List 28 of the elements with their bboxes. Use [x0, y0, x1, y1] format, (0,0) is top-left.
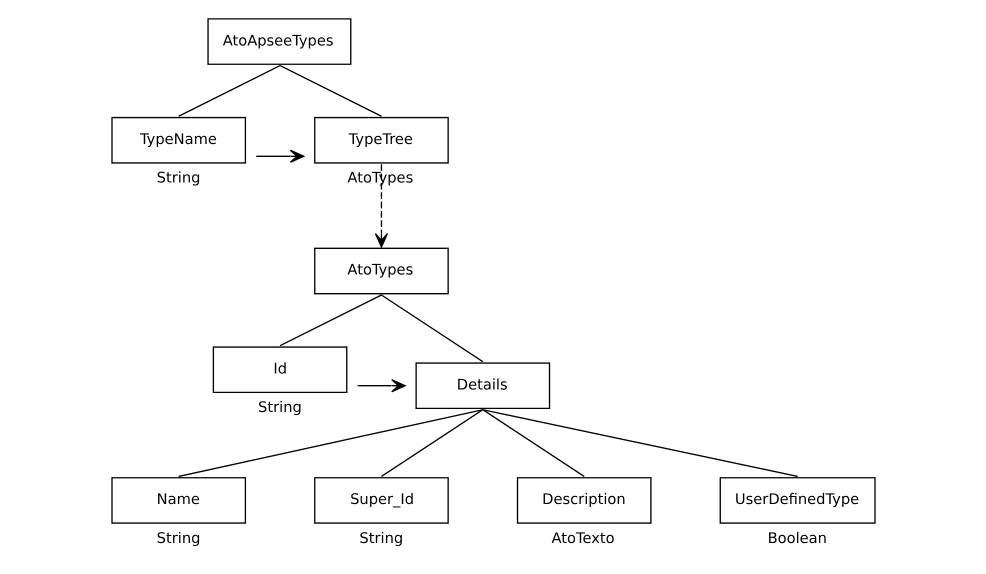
arrow: [256, 150, 304, 163]
connector: [178, 64, 280, 117]
connector: [279, 294, 382, 346]
node-box: Super_Id: [314, 477, 448, 524]
node-label: String: [156, 530, 200, 547]
node-box: Details: [414, 362, 550, 410]
arrow: [357, 379, 406, 392]
node-box: TypeTree: [314, 116, 448, 164]
arrow: [374, 164, 388, 248]
connector: [178, 409, 482, 478]
node-box: AtoTypes: [314, 248, 448, 294]
node-box: AtoApseeTypes: [206, 18, 351, 65]
node-label: String: [358, 530, 403, 547]
connector: [279, 64, 382, 117]
connector: [482, 409, 798, 478]
node-box: Name: [110, 477, 246, 524]
node-label: Boolean: [767, 530, 826, 547]
node-label: AtoTypes: [346, 170, 413, 187]
node-label: AtoTexto: [551, 530, 614, 547]
connector: [380, 409, 483, 477]
node-box: TypeName: [110, 116, 246, 164]
node-box: Description: [516, 477, 652, 524]
node-label: String: [258, 399, 302, 416]
node-label: String: [156, 170, 200, 187]
connector: [482, 409, 584, 477]
node-box: Id: [212, 346, 347, 394]
connector: [380, 294, 483, 362]
node-box: UserDefinedType: [719, 477, 876, 524]
